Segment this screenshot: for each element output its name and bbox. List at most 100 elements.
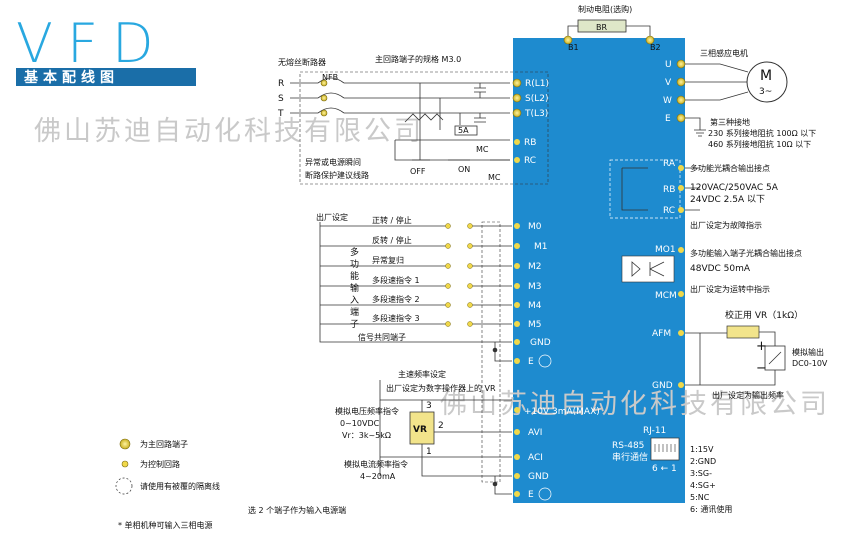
terminal-aci: [514, 454, 520, 460]
earth-symbol-2: [538, 487, 552, 501]
vr-pin-2: 2: [438, 421, 444, 431]
comm-pin: 3:SG-: [690, 469, 712, 478]
breaker-label: 无熔丝断路器: [278, 57, 326, 67]
relay-rating-1: 120VAC/250VAC 5A: [690, 183, 779, 193]
b2-label: B2: [650, 43, 661, 52]
watermark: 佛山苏迪自动化科技有限公司: [34, 116, 424, 147]
din-terminal: [514, 283, 520, 289]
nfb-label: NFB: [322, 73, 338, 82]
terminal-ra: [678, 165, 684, 171]
terminal-e-ain: [514, 491, 520, 497]
vr-label: VR: [413, 425, 427, 435]
din-item-label: 多段速指令 3: [372, 313, 420, 323]
mc-label: MC: [476, 145, 489, 154]
fuse-label: 5A: [458, 126, 469, 135]
terminal-avi: [514, 429, 520, 435]
rj11-port: [650, 437, 680, 461]
brake-box-label: BR: [596, 23, 607, 32]
din-switch-a: [445, 243, 451, 249]
supply-label: +10V 3mA(MAX): [524, 407, 600, 417]
din-item-label: 正转 / 停止: [372, 215, 412, 225]
comm-pin: 5:NC: [690, 493, 710, 502]
din-item-label: 多段速指令 2: [372, 294, 420, 304]
ground-note-2: 230 系列接地阻抗 100Ω 以下: [708, 128, 816, 138]
main-spec-label: 主回路端子的规格 M3.0: [375, 54, 461, 64]
w-label: W: [663, 96, 672, 106]
voltage-cmd-2: 0~10VDC: [340, 419, 380, 428]
din-item-terminal: M0: [528, 222, 542, 232]
serial-label: 串行通信: [612, 451, 648, 463]
header-subtitle: 基本配线图: [24, 69, 119, 86]
gnd-ain-label: GND: [528, 472, 549, 482]
input-lines: [290, 77, 510, 161]
mc-label-2: MC: [488, 173, 501, 182]
terminal-rc-in: [514, 157, 520, 163]
comm-pin: 2:GND: [690, 457, 716, 466]
protect-note-2: 断路保护建议线路: [305, 170, 369, 180]
protect-note-1: 异常或电源瞬间: [305, 157, 361, 167]
motor-wires: [685, 63, 749, 137]
terminal-mo1: [678, 247, 684, 253]
relay-rating-2: 24VDC 2.5A 以下: [690, 195, 765, 205]
din-switch-b: [467, 243, 473, 249]
terminal-e-din: [514, 358, 520, 364]
din-factory: 出厂设定: [316, 212, 348, 222]
rs485-label: RS-485: [612, 441, 644, 451]
din-item-label: 多段速指令 1: [372, 275, 420, 285]
rb-in-label: RB: [524, 138, 536, 148]
comm-pin: 6: 通讯使用: [690, 504, 732, 514]
motor-phase: 3~: [759, 87, 772, 97]
legend-shield: 请使用有被覆的隔离线: [140, 481, 220, 491]
nfb-contact-r: [320, 79, 328, 87]
terminal-gnd-out: [678, 382, 684, 388]
earth-symbol-1: [538, 354, 552, 368]
terminal-v: [676, 77, 686, 87]
meter-plus: +: [756, 339, 767, 354]
term-s-label: S(L2): [525, 94, 548, 104]
legend-control-icon: [121, 460, 129, 468]
on-label: ON: [458, 165, 470, 174]
meter-needle: [768, 351, 782, 365]
term-r-label: R(L1): [525, 79, 549, 89]
current-cmd-2: 4~20mA: [360, 472, 396, 481]
relay-title: 多功能光耦合输出接点: [690, 163, 770, 173]
u-label: U: [665, 60, 672, 70]
din-item-terminal: M4: [528, 301, 542, 311]
terminal-t: [512, 108, 522, 118]
motor-m: M: [760, 68, 772, 84]
shield-cable-1: [481, 221, 501, 483]
calibration-vr: [726, 325, 760, 339]
nfb-contact-t: [320, 109, 328, 117]
terminal-afm: [678, 330, 684, 336]
brake-wires: [567, 25, 651, 38]
brake-label: 制动电阻(选购): [578, 4, 632, 14]
ain-junction: [492, 481, 498, 487]
gnd-out-label: GND: [652, 381, 673, 391]
rj11-pins: [654, 444, 676, 452]
din-terminal: [514, 263, 520, 269]
rj11-pin-range: 6 ← 1: [652, 464, 677, 474]
din-switch-b: [467, 321, 473, 327]
legend-main-icon: [119, 438, 131, 450]
terminal-b1: [563, 35, 573, 45]
avi-label: AVI: [528, 428, 542, 438]
din-switch-a: [445, 321, 451, 327]
vr-pin-1: 1: [426, 447, 432, 457]
din-common-wire: [319, 222, 512, 343]
footer-note: * 单相机种可输入三相电源: [118, 520, 213, 530]
multi-input-side-label: 多功能输入端子: [350, 246, 359, 330]
ground-note-3: 460 系列接地阻抗 10Ω 以下: [708, 139, 811, 149]
terminal-u: [676, 59, 686, 69]
e-label: E: [665, 114, 671, 124]
term-t-label: T(L3): [524, 109, 548, 119]
rb-label: RB: [663, 185, 675, 195]
vr-potentiometer: [409, 411, 435, 445]
din-item-terminal: M2: [528, 262, 542, 272]
header-subtitle-bar: [16, 68, 196, 86]
motor-label: 三相感应电机: [700, 48, 748, 58]
photo-title: 多功能输入端子光耦合输出接点: [690, 248, 802, 258]
terminal-plus10v: [514, 407, 520, 413]
current-cmd-1: 模拟电流频率指令: [344, 459, 408, 469]
legend-main: 为主回路端子: [140, 439, 188, 449]
